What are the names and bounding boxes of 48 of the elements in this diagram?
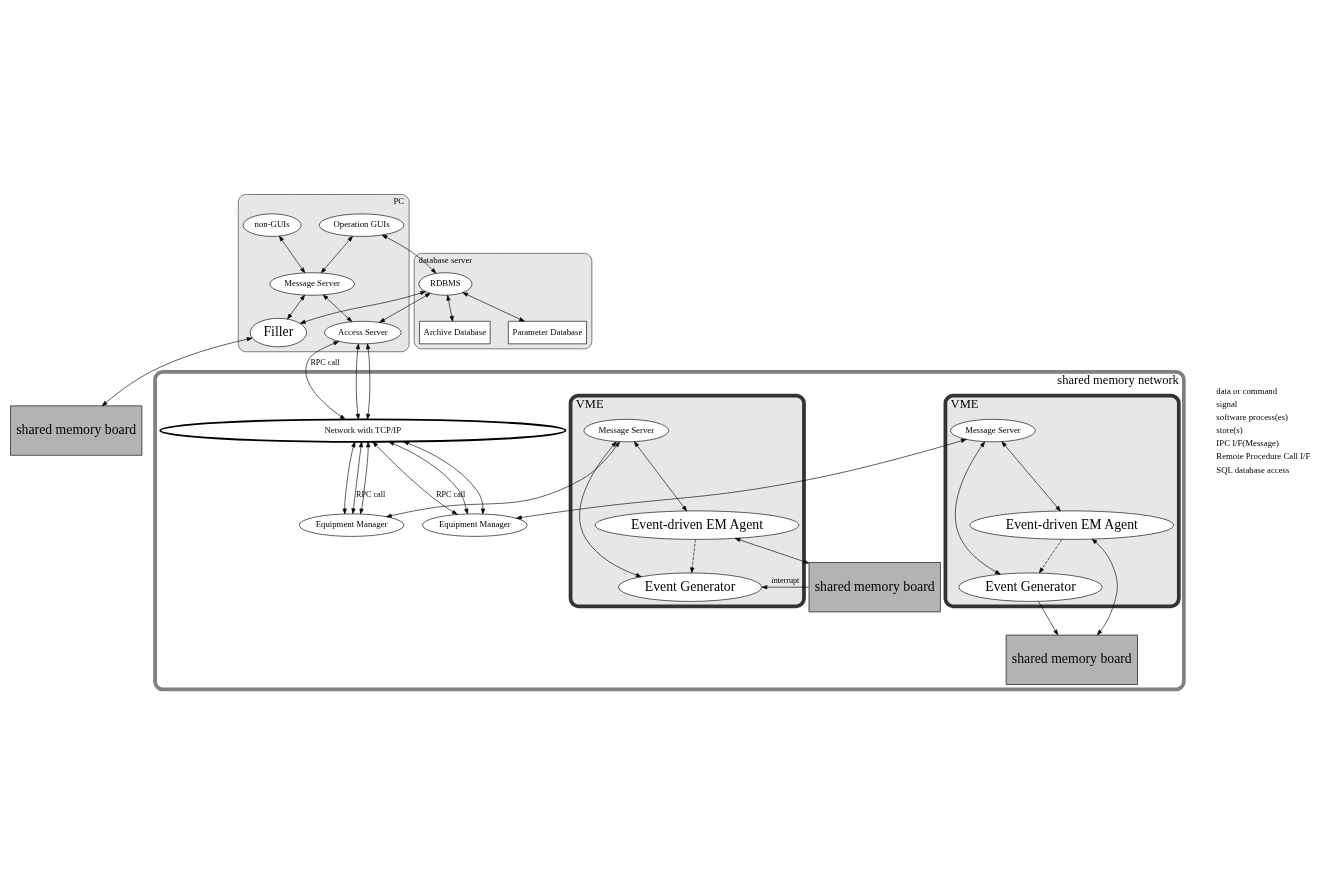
- arrow: [516, 438, 967, 519]
- legend-label: Remote Procedure Call I/F: [1216, 450, 1311, 461]
- arrow: [1038, 600, 1059, 635]
- arrow: [690, 538, 696, 573]
- node-ellipse: Event Generator: [958, 572, 1103, 602]
- arrow: [359, 441, 371, 514]
- node-ellipse: Message Server: [269, 271, 355, 296]
- arrow: [579, 440, 642, 577]
- node-ellipse: non-GUIs: [242, 213, 302, 237]
- arrow: [299, 290, 426, 324]
- legend-label: signal: [1216, 398, 1238, 409]
- arrow: [278, 235, 306, 273]
- arrow: [379, 292, 431, 323]
- arrow: [388, 440, 469, 514]
- node-box: shared memory board: [1005, 634, 1138, 685]
- arrow: [381, 234, 437, 273]
- arrow: [462, 291, 525, 322]
- arrow: [1001, 440, 1061, 511]
- arrow: [342, 441, 356, 514]
- arrow: [287, 294, 305, 319]
- node-ellipse: Event-driven EM Agent: [969, 510, 1174, 540]
- node-ellipse: Message Server: [583, 418, 669, 442]
- arrow: [322, 294, 353, 322]
- arrow: [366, 343, 371, 419]
- arrow: [403, 440, 486, 514]
- arrow: [446, 294, 454, 322]
- arrow: [633, 440, 688, 511]
- node-box: Archive Database: [419, 320, 491, 344]
- node-box: shared memory board: [10, 405, 143, 456]
- legend-label: SQL database access: [1216, 464, 1290, 475]
- legend-label: data or command: [1216, 385, 1278, 396]
- node-box: Parameter Database: [508, 320, 587, 344]
- arrow: [734, 537, 810, 564]
- arrow: [1091, 538, 1118, 635]
- arrow: [954, 441, 1001, 575]
- legend-label: IPC I/F(Message): [1216, 437, 1279, 448]
- arrow: [761, 584, 810, 589]
- arrow: [372, 441, 458, 515]
- arrow: [351, 441, 363, 514]
- arrow: [305, 340, 346, 420]
- arrow: [320, 235, 353, 273]
- arrow: [1039, 538, 1063, 573]
- legend-label: store(s): [1216, 424, 1243, 435]
- arrow: [386, 440, 620, 518]
- arrow: [101, 336, 253, 406]
- node-box: shared memory board: [808, 561, 941, 612]
- arrow: [355, 343, 360, 419]
- legend-label: software process(es): [1216, 411, 1289, 422]
